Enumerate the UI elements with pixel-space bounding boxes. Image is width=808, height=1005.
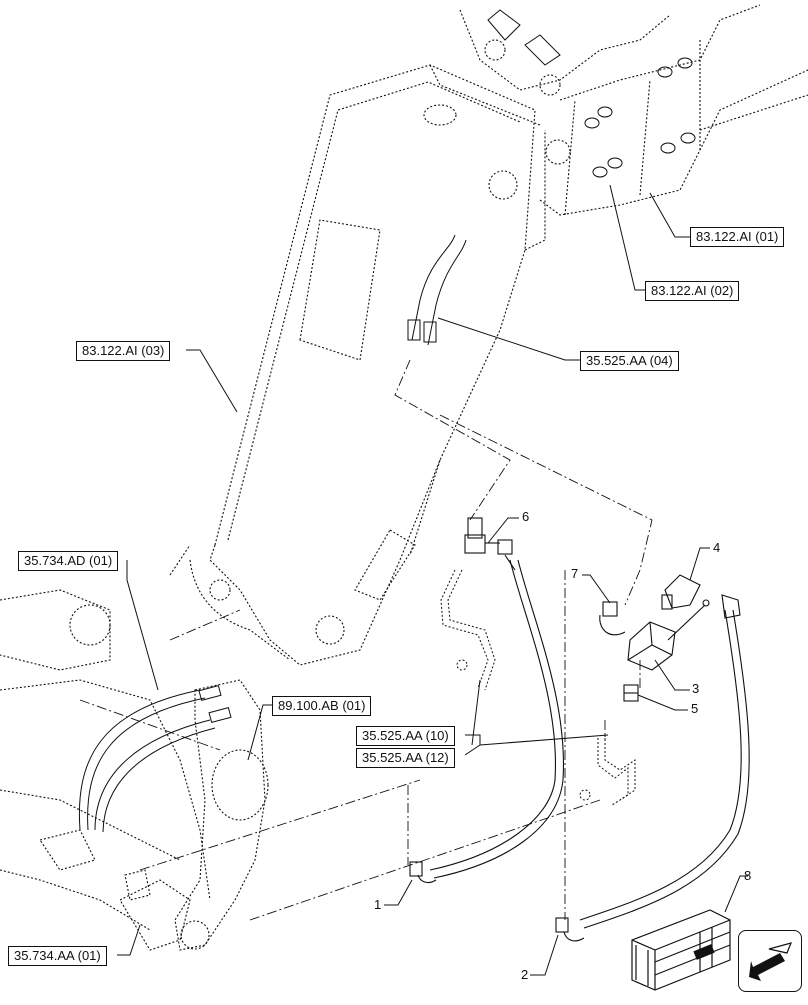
- callout-3: 3: [692, 681, 700, 696]
- ref-box-35-525-aa-04[interactable]: 35.525.AA (04): [580, 351, 679, 371]
- fitting-4: [661, 574, 741, 619]
- ref-box-83-122-ai-03[interactable]: 83.122.AI (03): [76, 341, 171, 361]
- next-page-button[interactable]: [738, 930, 802, 992]
- loader-frame: [0, 589, 269, 951]
- next-page-arrow-icon: [749, 942, 793, 981]
- hose-1: [429, 559, 565, 879]
- ref-box-83-122-ai-01[interactable]: 83.122.AI (01): [690, 227, 785, 247]
- connection-lines: [79, 359, 653, 921]
- valve-block-assembly: [459, 4, 808, 216]
- adapter-5: [623, 684, 639, 702]
- number-leaders: [384, 517, 748, 976]
- ref-box-35-734-ad-01[interactable]: 35.734.AD (01): [18, 551, 119, 571]
- callout-5: 5: [691, 701, 699, 716]
- lower-pipe-right: [579, 735, 636, 806]
- boom-hoses: [407, 234, 467, 346]
- callout-2: 2: [521, 967, 529, 982]
- package-crate-8: [631, 909, 731, 991]
- leader-lines: [117, 184, 690, 956]
- callout-8: 8: [744, 868, 752, 883]
- callout-1: 1: [374, 897, 382, 912]
- valve-fittings: [487, 9, 696, 178]
- ref-box-89-100-ab-01[interactable]: 89.100.AB (01): [272, 696, 372, 716]
- fitting-2: [555, 917, 585, 942]
- ball-valve-3: [627, 599, 710, 671]
- fitting-6: [464, 517, 516, 571]
- ref-box-35-525-aa-10[interactable]: 35.525.AA (10): [356, 726, 455, 746]
- ref-box-83-122-ai-02[interactable]: 83.122.AI (02): [645, 281, 740, 301]
- lower-pipe-left: [440, 569, 496, 691]
- fitting-1: [409, 861, 437, 884]
- ref-box-35-734-aa-01[interactable]: 35.734.AA (01): [8, 946, 107, 966]
- fitting-7: [599, 601, 626, 636]
- boom-arm: [169, 64, 571, 666]
- callout-6: 6: [522, 509, 530, 524]
- callout-7: 7: [571, 566, 579, 581]
- hose-2: [579, 609, 750, 929]
- frame-hoses: [78, 684, 232, 833]
- ref-box-35-525-aa-12[interactable]: 35.525.AA (12): [356, 748, 455, 768]
- callout-4: 4: [713, 540, 721, 555]
